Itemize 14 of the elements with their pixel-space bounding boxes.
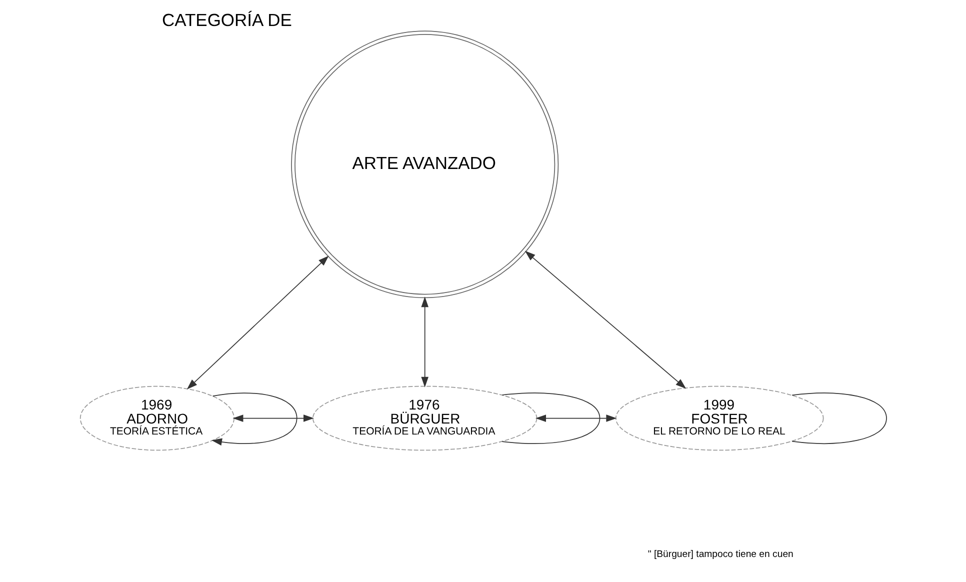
node-label: CATEGORÍA DE — [162, 10, 292, 30]
connector — [501, 392, 600, 444]
arrow — [210, 392, 297, 446]
arrow — [232, 414, 314, 422]
arrow — [420, 296, 428, 388]
arrow — [524, 250, 686, 389]
label: " [Bürguer] tampoco tiene en cuen — [647, 548, 793, 560]
node-ellipse: 1969 ADORNO TEORÍA ESTÉTICA — [79, 386, 234, 451]
arrow — [535, 414, 616, 422]
node-circle: ARTE AVANZADO — [290, 30, 558, 298]
node-ellipse: 1999 FOSTER EL RETORNO DE LO REAL — [614, 386, 824, 451]
connector — [791, 392, 886, 444]
arrow — [186, 256, 328, 390]
node-ellipse: 1976 BÜRGUER TEORÍA DE LA VANGUARDIA — [312, 386, 537, 451]
